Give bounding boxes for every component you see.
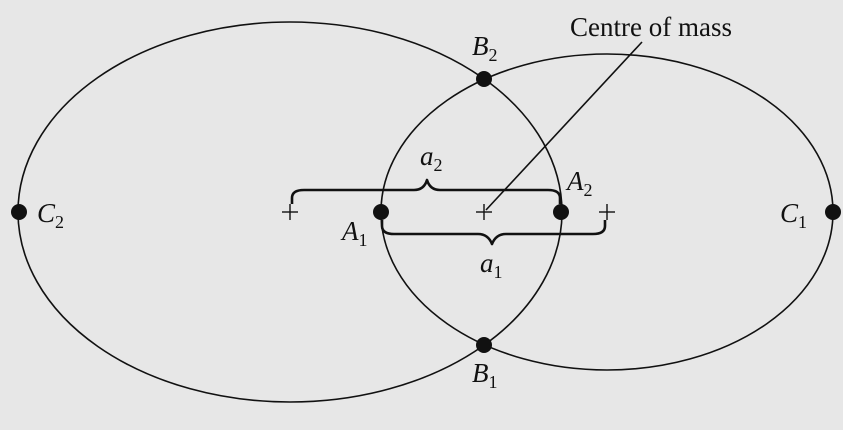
point-a2	[553, 204, 569, 220]
a2-brace	[290, 178, 562, 204]
point-b1	[476, 337, 492, 353]
focus-right-cross	[599, 204, 615, 220]
label-c1: C1	[780, 198, 807, 232]
point-c1	[825, 204, 841, 220]
label-b1: B1	[472, 358, 498, 392]
label-a1: A1	[340, 216, 368, 250]
centre-of-mass-cross	[476, 204, 492, 220]
a1-brace	[380, 220, 607, 246]
label-a2-distance: a2	[420, 141, 443, 175]
label-c2: C2	[37, 198, 64, 232]
label-b2: B2	[472, 31, 498, 65]
point-b2	[476, 71, 492, 87]
focus-left-cross	[282, 204, 298, 220]
point-a1	[373, 204, 389, 220]
centre-of-mass-label: Centre of mass	[570, 12, 732, 42]
point-c2	[11, 204, 27, 220]
label-a2: A2	[565, 166, 593, 200]
centre-of-mass-pointer	[485, 41, 643, 211]
label-a1-distance: a1	[480, 248, 503, 282]
